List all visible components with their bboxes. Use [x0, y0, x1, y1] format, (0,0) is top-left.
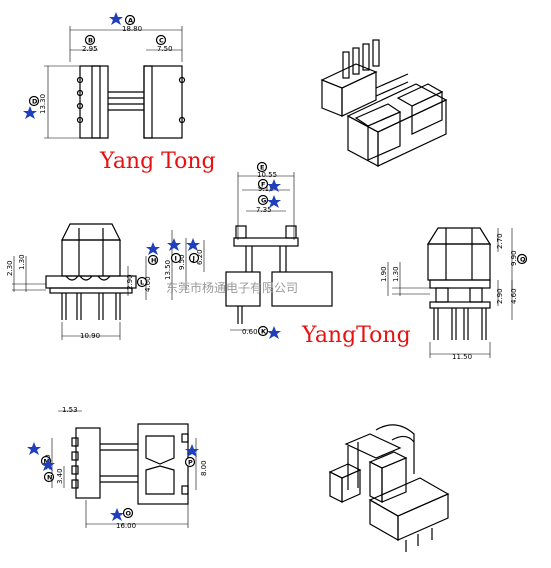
dim-left-230: 2.30	[6, 260, 14, 276]
dim-n: 3.40	[56, 468, 64, 484]
svg-text:F: F	[261, 181, 265, 189]
front-view-right: 1.90 1.30 2.70 9.90 Q 2.90 4.60 11.50	[380, 227, 528, 361]
dim-l2: 2.90	[126, 274, 134, 290]
isometric-view-bottom	[328, 424, 450, 552]
dim-q-190: 1.90	[380, 266, 388, 282]
dim-e: 10.55	[257, 171, 277, 179]
label-a	[124, 14, 136, 26]
svg-text:A: A	[128, 17, 133, 25]
company-name: 东莞市杨通电子有限公司	[166, 280, 298, 295]
svg-text:D: D	[32, 98, 38, 106]
svg-text:O: O	[126, 510, 132, 518]
star-icon	[110, 508, 124, 521]
dim-q-270: 2.70	[496, 233, 504, 249]
dim-left-130: 1.30	[18, 254, 26, 270]
label-l	[136, 276, 148, 288]
label-q	[516, 253, 528, 265]
label-i	[170, 252, 182, 264]
dim-h: 13.50	[164, 260, 172, 280]
svg-text:H: H	[151, 257, 156, 265]
dim-left-1090: 10.90	[80, 332, 100, 340]
dim-p: 8.00	[200, 460, 208, 476]
star-icon	[146, 242, 160, 255]
dim-l: 4.60	[144, 276, 152, 292]
svg-text:G: G	[261, 197, 266, 205]
dim-d: 13.30	[39, 94, 47, 114]
svg-text:L: L	[140, 279, 144, 287]
label-h	[147, 254, 159, 266]
label-b	[84, 34, 96, 46]
svg-text:K: K	[261, 328, 267, 336]
star-icon	[267, 179, 281, 192]
star-icon	[109, 12, 123, 25]
star-icon	[167, 238, 181, 251]
label-j	[188, 252, 200, 264]
dim-c: 7.50	[157, 45, 173, 53]
svg-text:E: E	[260, 164, 264, 172]
star-icon	[23, 106, 37, 119]
dim-k: 0.60	[242, 328, 258, 336]
dim-q-460: 4.60	[510, 288, 518, 304]
brand-right: YangTong	[301, 323, 411, 348]
dim-o: 16.00	[116, 522, 136, 530]
side-view-center: 10.55 E 9.15 F 7.35 G 0.60 K 13.50 9.50	[146, 161, 333, 339]
dim-q-1150: 11.50	[452, 353, 472, 361]
dim-f: 9.15	[258, 185, 274, 193]
brand-top: Yang Tong	[99, 149, 216, 174]
svg-text:P: P	[188, 459, 193, 467]
label-e	[256, 161, 268, 173]
dim-g: 7.35	[256, 206, 272, 214]
star-icon	[267, 326, 281, 339]
dim-i: 9.50	[178, 254, 186, 270]
svg-text:C: C	[159, 37, 164, 45]
dim-q-290: 2.90	[496, 288, 504, 304]
dim-b: 2.95	[82, 45, 98, 53]
star-icon	[41, 458, 55, 471]
label-d	[28, 95, 40, 107]
svg-text:B: B	[88, 37, 93, 45]
label-p	[184, 456, 196, 468]
dim-j: 6.20	[196, 249, 204, 265]
isometric-view-top	[320, 39, 448, 167]
label-n	[43, 471, 55, 483]
top-view: 18.80 A B 2.95 C 7.50 13.30 D	[23, 12, 186, 139]
star-icon	[185, 444, 199, 457]
bottom-view: 1.53 5.80 M 3.40 N 16.00 O 8.00 P	[27, 406, 208, 530]
front-view-left: 2.30 1.30 10.90 2.90 4.60 L	[6, 223, 152, 340]
dim-q: 9.90	[510, 250, 518, 266]
star-icon	[27, 442, 41, 455]
svg-text:J: J	[192, 255, 195, 263]
svg-text:Q: Q	[520, 256, 526, 264]
star-icon	[186, 238, 200, 251]
dim-a: 18.80	[122, 25, 142, 33]
svg-text:I: I	[175, 255, 177, 263]
dim-top153: 1.53	[62, 406, 78, 414]
label-c	[155, 34, 167, 46]
star-icon	[267, 195, 281, 208]
svg-text:N: N	[47, 474, 52, 482]
dim-q-130: 1.30	[392, 266, 400, 282]
